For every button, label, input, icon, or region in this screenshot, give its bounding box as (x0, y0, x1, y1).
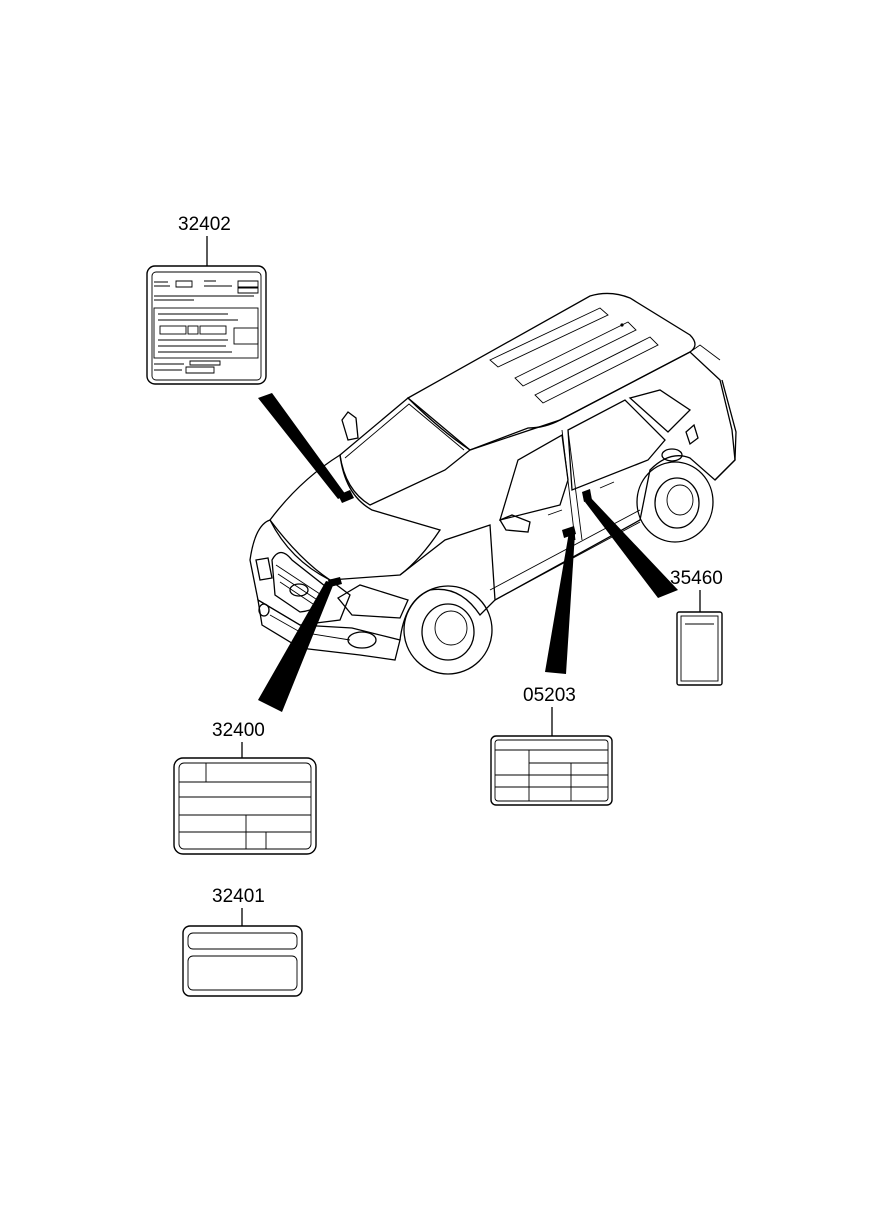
part-32400: 32400 (173, 720, 317, 855)
part-number-32402: 32402 (178, 214, 231, 235)
leader-32400 (258, 581, 334, 712)
leader-05203 (545, 532, 575, 674)
leader-32402 (258, 393, 346, 499)
part-05203: 05203 (490, 685, 613, 806)
part-number-35460: 35460 (670, 568, 723, 589)
vehicle-illustration (249, 292, 737, 675)
part-35460: 35460 (670, 568, 723, 686)
label-32401 (182, 925, 303, 997)
part-32402: 32402 (146, 214, 267, 385)
label-32402 (146, 265, 267, 385)
part-32401: 32401 (182, 886, 303, 997)
label-35460 (676, 611, 723, 686)
part-number-32401: 32401 (212, 886, 265, 907)
label-32402-fineprint (153, 280, 259, 374)
part-number-05203: 05203 (523, 685, 576, 706)
leader-stripes (258, 393, 678, 712)
label-32400 (173, 757, 317, 855)
leader-35460 (585, 497, 678, 598)
part-number-32400: 32400 (212, 720, 265, 741)
label-05203 (490, 735, 613, 806)
